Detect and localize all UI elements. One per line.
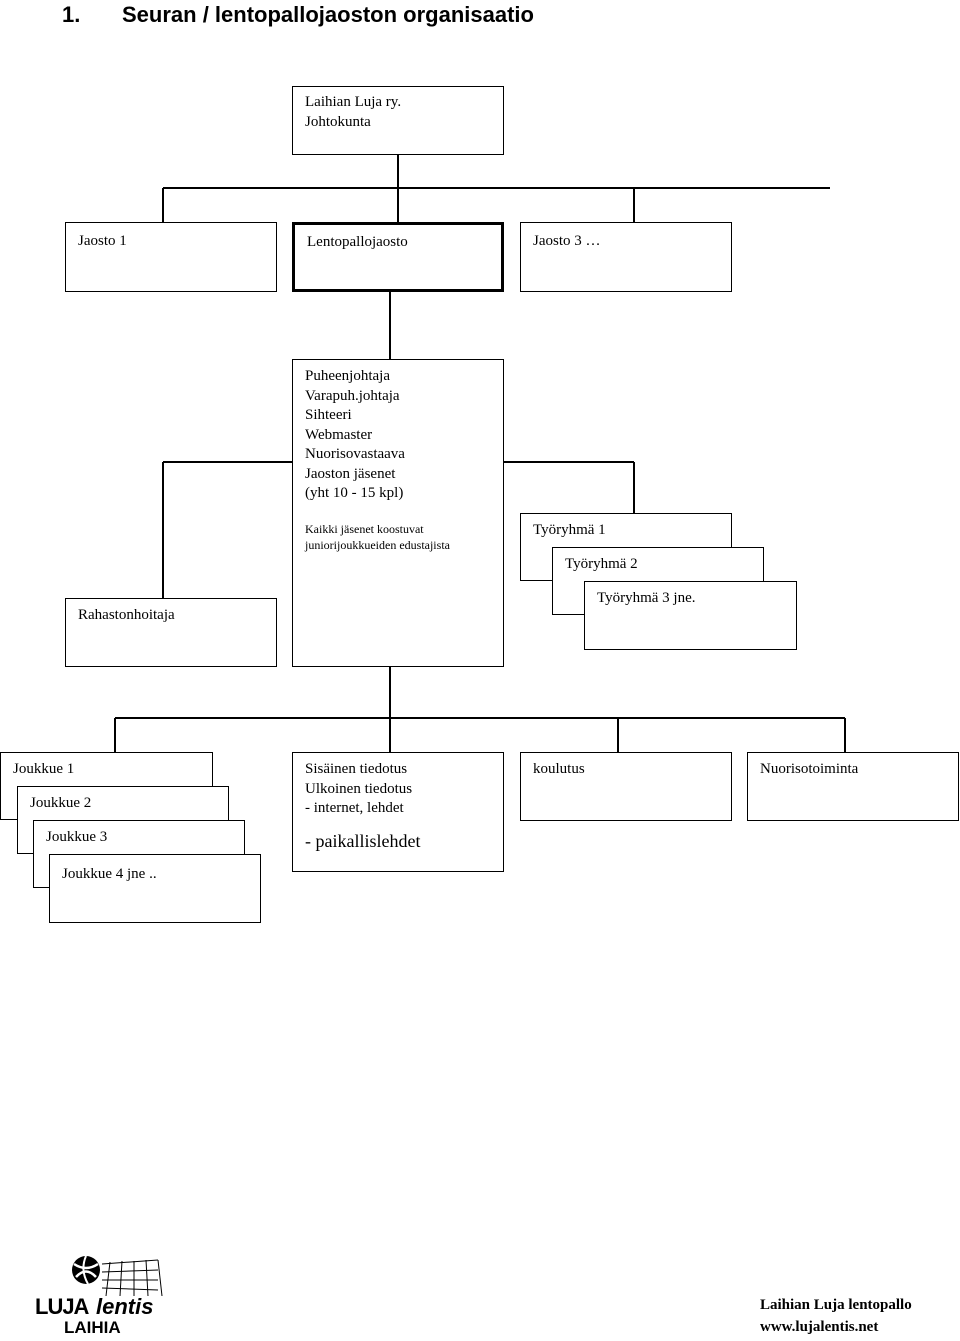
- board-title: Johtokunta: [305, 113, 371, 130]
- volleyball-icon: [72, 1255, 163, 1297]
- youth-label: Nuorisotoiminta: [760, 761, 859, 777]
- workgroup-label: Työryhmä 3 jne.: [597, 590, 696, 606]
- communication-box: Sisäinen tiedotus Ulkoinen tiedotus - in…: [292, 752, 504, 872]
- team-label: Joukkue 1: [13, 761, 75, 777]
- volleyball-section-label: Lentopallojaosto: [307, 234, 408, 250]
- team-label: Joukkue 2: [30, 795, 92, 811]
- luja-lentis-logo: LUJA lentis LAIHIA: [30, 1250, 180, 1337]
- section-1-box: Jaosto 1: [65, 222, 277, 292]
- communication-line: Sisäinen tiedotus: [305, 761, 408, 777]
- page-heading: 1. Seuran / lentopallojaoston organisaat…: [0, 0, 960, 30]
- board-name: Laihian Luja ry.: [305, 94, 402, 110]
- board-box: Laihian Luja ry. Johtokunta: [292, 86, 504, 155]
- section-3-box: Jaosto 3 …: [520, 222, 732, 292]
- training-label: koulutus: [533, 761, 585, 777]
- committee-box: Puheenjohtaja Varapuh.johtaja Sihteeri W…: [292, 359, 504, 667]
- treasurer-box: Rahastonhoitaja: [65, 598, 277, 667]
- communication-line: - internet, lehdet: [305, 800, 404, 816]
- youth-box: Nuorisotoiminta: [747, 752, 959, 821]
- communication-local: - paikallislehdet: [305, 830, 421, 851]
- logo-word-luja: LUJA: [35, 1294, 89, 1319]
- committee-member: Sihteeri: [305, 407, 352, 423]
- workgroup-box: Työryhmä 3 jne.: [584, 581, 797, 650]
- committee-member: Nuorisovastaava: [305, 446, 405, 462]
- communication-line: Ulkoinen tiedotus: [305, 780, 413, 797]
- team-label: Joukkue 3: [46, 829, 108, 845]
- team-box: Joukkue 4 jne ..: [49, 854, 261, 923]
- heading-title: Seuran / lentopallojaoston organisaatio: [122, 2, 534, 27]
- committee-note: Kaikki jäsenet koostuvat: [305, 521, 424, 536]
- section-3-label: Jaosto 3 …: [533, 233, 601, 249]
- committee-member: (yht 10 - 15 kpl): [305, 485, 404, 501]
- team-label: Joukkue 4 jne ..: [62, 866, 157, 882]
- footer-club-name: Laihian Luja lentopallo: [760, 1297, 912, 1313]
- logo-word-laihia: LAIHIA: [64, 1318, 121, 1337]
- training-box: koulutus: [520, 752, 732, 821]
- committee-note: juniorijoukkueiden edustajista: [305, 537, 450, 552]
- footer: Laihian Luja lentopallo www.lujalentis.n…: [760, 1294, 960, 1338]
- logo-word-lentis: lentis: [96, 1294, 154, 1319]
- workgroup-label: Työryhmä 1: [533, 522, 606, 538]
- committee-member: Varapuh.johtaja: [305, 387, 400, 404]
- committee-member: Puheenjohtaja: [305, 368, 390, 384]
- heading-number: 1.: [62, 2, 81, 27]
- footer-website: www.lujalentis.net: [760, 1319, 879, 1335]
- treasurer-label: Rahastonhoitaja: [78, 607, 175, 623]
- section-1-label: Jaosto 1: [78, 233, 127, 249]
- workgroup-label: Työryhmä 2: [565, 556, 638, 572]
- committee-member: Jaoston jäsenet: [305, 465, 396, 482]
- committee-member: Webmaster: [305, 426, 373, 443]
- volleyball-section-box: Lentopallojaosto: [292, 222, 504, 292]
